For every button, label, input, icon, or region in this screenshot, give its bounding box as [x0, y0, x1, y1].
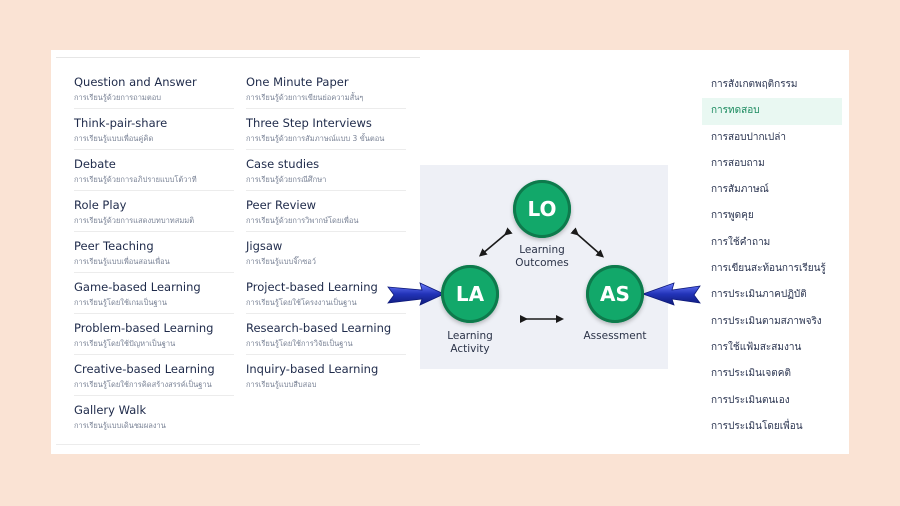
- method-subtitle: การเรียนรู้แบบเดินชมผลงาน: [74, 421, 166, 430]
- assessment-item-active[interactable]: การทดสอบ: [702, 98, 842, 125]
- la-label: Learning Activity: [447, 330, 493, 355]
- assessment-item[interactable]: การสอบถาม: [711, 157, 765, 169]
- method-item[interactable]: One Minute Paper การเรียนรู้ด้วยการเขียน…: [246, 75, 416, 103]
- method-subtitle: การเรียนรู้ด้วยการเขียนย่อความสั้นๆ: [246, 93, 364, 102]
- method-title: Peer Review: [246, 198, 317, 212]
- assessment-item[interactable]: การใช้คำถาม: [711, 236, 771, 248]
- method-title: Peer Teaching: [74, 239, 154, 253]
- row-divider: [246, 354, 406, 355]
- row-divider: [74, 190, 234, 191]
- method-item[interactable]: Think-pair-share การเรียนรู้แบบเพื่อนคู่…: [74, 116, 244, 144]
- method-title: Problem-based Learning: [74, 321, 214, 335]
- row-divider: [246, 231, 406, 232]
- method-item[interactable]: Project-based Learning การเรียนรู้โดยใช้…: [246, 280, 416, 308]
- method-item[interactable]: Creative-based Learning การเรียนรู้โดยใช…: [74, 362, 244, 390]
- method-title: Case studies: [246, 157, 320, 171]
- lo-node: LO: [513, 180, 571, 238]
- method-subtitle: การเรียนรู้แบบเพื่อนสอนเพื่อน: [74, 257, 170, 266]
- as-node: AS: [586, 265, 644, 323]
- top-divider: [56, 57, 420, 58]
- method-item[interactable]: Jigsaw การเรียนรู้แบบจิ๊กซอว์: [246, 239, 416, 267]
- method-item[interactable]: Inquiry-based Learning การเรียนรู้แบบสืบ…: [246, 362, 416, 390]
- bottom-divider: [56, 444, 420, 445]
- assessment-item[interactable]: การเขียนสะท้อนการเรียนรู้: [711, 263, 826, 275]
- method-title: Game-based Learning: [74, 280, 201, 294]
- method-item[interactable]: Gallery Walk การเรียนรู้แบบเดินชมผลงาน: [74, 403, 244, 431]
- method-subtitle: การเรียนรู้ด้วยการวิพากษ์โดยเพื่อน: [246, 216, 359, 225]
- blue-arrow-right: [641, 282, 701, 306]
- assessment-item[interactable]: การประเมินตนเอง: [711, 394, 790, 406]
- method-title: Think-pair-share: [74, 116, 168, 130]
- method-subtitle: การเรียนรู้โดยใช้โครงงานเป็นฐาน: [246, 298, 357, 307]
- blue-arrow-left: [387, 282, 445, 306]
- la-node: LA: [441, 265, 499, 323]
- lo-la-arrow: [478, 227, 513, 257]
- method-subtitle: การเรียนรู้ด้วยการถามตอบ: [74, 93, 162, 102]
- method-item[interactable]: Problem-based Learning การเรียนรู้โดยใช้…: [74, 321, 244, 349]
- assessment-item[interactable]: การประเมินภาคปฏิบัติ: [711, 289, 807, 301]
- row-divider: [74, 313, 234, 314]
- assessment-item[interactable]: การสัมภาษณ์: [711, 184, 769, 196]
- row-divider: [74, 149, 234, 150]
- method-subtitle: การเรียนรู้โดยใช้การคิดสร้างสรรค์เป็นฐาน: [74, 380, 212, 389]
- assessment-item[interactable]: การสังเกตพฤติกรรม: [711, 79, 798, 90]
- assessment-item[interactable]: การสอบปากเปล่า: [711, 131, 787, 143]
- row-divider: [74, 395, 234, 396]
- method-subtitle: การเรียนรู้ด้วยกรณีศึกษา: [246, 175, 327, 184]
- method-item[interactable]: Game-based Learning การเรียนรู้โดยใช้เกม…: [74, 280, 244, 308]
- row-divider: [74, 354, 234, 355]
- method-item[interactable]: Role Play การเรียนรู้ด้วยการแสดงบทบาทสมม…: [74, 198, 244, 226]
- method-title: Inquiry-based Learning: [246, 362, 379, 376]
- method-title: Project-based Learning: [246, 280, 378, 294]
- method-title: Research-based Learning: [246, 321, 392, 335]
- row-divider: [74, 231, 234, 232]
- assessment-item[interactable]: การพูดคุย: [711, 210, 754, 222]
- assessment-item[interactable]: การประเมินเจตคติ: [711, 368, 791, 380]
- method-item[interactable]: Debate การเรียนรู้ด้วยการอภิปรายแบบโต้วา…: [74, 157, 244, 185]
- method-item[interactable]: Research-based Learning การเรียนรู้โดยใช…: [246, 321, 416, 349]
- method-item[interactable]: Case studies การเรียนรู้ด้วยกรณีศึกษา: [246, 157, 416, 185]
- method-subtitle: การเรียนรู้แบบจิ๊กซอว์: [246, 257, 317, 266]
- method-item[interactable]: Three Step Interviews การเรียนรู้ด้วยการ…: [246, 116, 416, 144]
- method-title: Jigsaw: [246, 239, 283, 253]
- assessment-item[interactable]: การประเมินโดยเพื่อน: [711, 420, 803, 432]
- as-label: Assessment: [583, 330, 647, 342]
- method-subtitle: การเรียนรู้โดยใช้ปัญหาเป็นฐาน: [74, 339, 176, 348]
- method-title: Question and Answer: [74, 75, 197, 89]
- row-divider: [246, 190, 406, 191]
- lo-label: Learning Outcomes: [515, 244, 569, 269]
- row-divider: [74, 108, 234, 109]
- method-title: One Minute Paper: [246, 75, 349, 89]
- row-divider: [246, 108, 406, 109]
- assessment-list: การสังเกตพฤติกรรม การทดสอบ การสอบปากเปล่…: [702, 72, 842, 440]
- method-title: Three Step Interviews: [246, 116, 372, 130]
- method-subtitle: การเรียนรู้ด้วยการอภิปรายแบบโต้วาที: [74, 175, 197, 184]
- method-subtitle: การเรียนรู้แบบสืบสอบ: [246, 380, 317, 389]
- method-item[interactable]: Peer Review การเรียนรู้ด้วยการวิพากษ์โดย…: [246, 198, 416, 226]
- row-divider: [74, 272, 234, 273]
- method-subtitle: การเรียนรู้ด้วยการแสดงบทบาทสมมติ: [74, 216, 195, 225]
- row-divider: [246, 313, 406, 314]
- method-subtitle: การเรียนรู้แบบเพื่อนคู่คิด: [74, 134, 154, 143]
- method-item[interactable]: Peer Teaching การเรียนรู้แบบเพื่อนสอนเพื…: [74, 239, 244, 267]
- assessment-item[interactable]: การใช้แฟ้มสะสมงาน: [711, 341, 802, 353]
- method-title: Gallery Walk: [74, 403, 147, 417]
- method-subtitle: การเรียนรู้โดยใช้การวิจัยเป็นฐาน: [246, 339, 353, 348]
- assessment-item[interactable]: การประเมินตามสภาพจริง: [711, 315, 822, 327]
- row-divider: [246, 149, 406, 150]
- method-item[interactable]: Question and Answer การเรียนรู้ด้วยการถา…: [74, 75, 244, 103]
- method-subtitle: การเรียนรู้ด้วยการสัมภาษณ์แบบ 3 ขั้นตอน: [246, 134, 385, 143]
- method-title: Debate: [74, 157, 116, 171]
- method-title: Role Play: [74, 198, 127, 212]
- method-subtitle: การเรียนรู้โดยใช้เกมเป็นฐาน: [74, 298, 167, 307]
- method-title: Creative-based Learning: [74, 362, 215, 376]
- lo-as-arrow: [570, 227, 605, 258]
